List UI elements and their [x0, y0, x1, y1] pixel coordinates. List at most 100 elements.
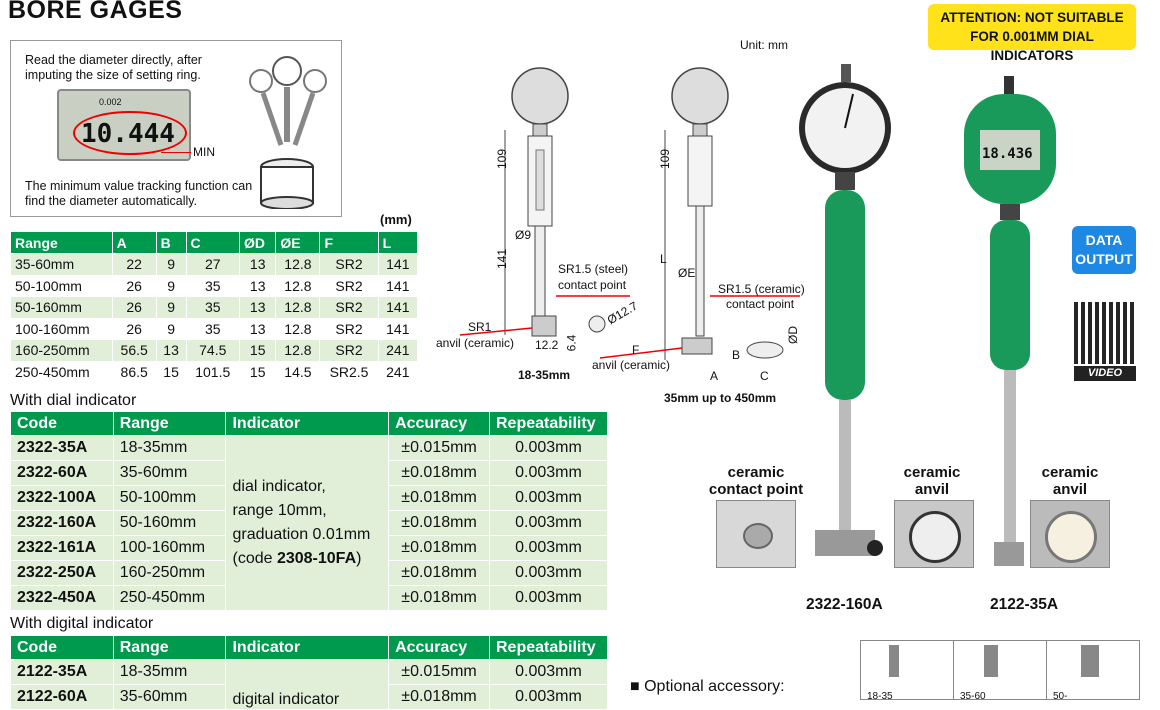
- spec-cell: 241: [377, 360, 419, 383]
- attention-line-1: ATTENTION: NOT SUITABLE: [940, 10, 1124, 25]
- code-cell: 2322-100A: [10, 485, 114, 511]
- dim-141: 141: [495, 248, 510, 270]
- spec-cell: 9: [155, 317, 187, 340]
- contact-point-label-b: contact point: [726, 297, 795, 311]
- spec-cell: 15: [238, 360, 277, 383]
- inset-anvil-2: [1030, 500, 1110, 568]
- spec-header: Range: [10, 231, 113, 254]
- code-prefix: (code: [232, 550, 277, 567]
- indicator-cell: dial indicator, range 10mm, graduation 0.0…: [225, 435, 390, 611]
- spec-cell: 14.5: [275, 360, 321, 383]
- indicator-code: 2308-10FA: [276, 550, 357, 567]
- accuracy-cell: ±0.018mm: [388, 535, 490, 561]
- info-box: Read the diameter directly, after imputi…: [10, 40, 342, 217]
- range-cell: 100-160mm: [112, 535, 227, 561]
- col-range: Range: [112, 635, 227, 660]
- spec-cell: 250-450mm: [10, 360, 113, 383]
- digital-indicator-table: Code Range Indicator Accuracy Repeatabil…: [10, 635, 608, 710]
- caption-line: contact point: [708, 481, 804, 498]
- spec-cell: 74.5: [185, 339, 241, 362]
- repeat-cell: 0.003mm: [489, 435, 608, 461]
- caption-line: anvil: [914, 481, 950, 498]
- indicator-line: dial indicator,: [232, 478, 326, 495]
- spec-cell: 35-60mm: [10, 253, 113, 276]
- spec-cell: 50-100mm: [10, 274, 113, 297]
- caption-line: ceramic: [903, 464, 961, 481]
- spec-cell: 22: [111, 253, 157, 276]
- spec-cell: SR2: [319, 317, 379, 340]
- anvil-label-b: anvil (ceramic): [592, 358, 671, 372]
- spec-header: ØD: [238, 231, 277, 254]
- accessory-thumb: 18-35: [861, 641, 954, 702]
- info-text-top: Read the diameter directly, after imputi…: [25, 53, 202, 82]
- col-indicator: Indicator: [225, 411, 390, 436]
- spec-cell: 13: [155, 339, 187, 362]
- drawing1-caption: 18-35mm: [518, 368, 571, 382]
- qr-code-icon[interactable]: [1074, 302, 1136, 364]
- spec-cell: 160-250mm: [10, 339, 113, 362]
- sr1-label: SR1: [468, 320, 492, 334]
- dim-109-b: 109: [658, 148, 673, 170]
- spec-cell: 35: [185, 274, 241, 297]
- spec-header: F: [319, 231, 379, 254]
- thumb-label: 18-35: [867, 691, 893, 702]
- code-suffix: ): [356, 550, 362, 567]
- spec-cell: SR2: [319, 296, 379, 319]
- caption-line: ceramic: [727, 464, 785, 481]
- attention-line-2: FOR 0.001MM DIAL INDICATORS: [970, 29, 1094, 63]
- digital-section-heading: With digital indicator: [10, 615, 154, 632]
- spec-cell: SR2.5: [319, 360, 379, 383]
- col-code: Code: [10, 411, 114, 436]
- code-cell: 2322-60A: [10, 460, 114, 486]
- code-cell: 2322-250A: [10, 560, 114, 586]
- col-indicator: Indicator: [225, 635, 390, 660]
- indicator-line: graduation 0.01mm: [232, 526, 371, 543]
- caption-ceramic-contact: ceramic contact point: [706, 464, 806, 498]
- spec-cell: 141: [377, 296, 419, 319]
- digital-reading: 18.436: [982, 146, 1033, 162]
- repeat-cell: 0.003mm: [489, 535, 608, 561]
- spec-cell: 13: [238, 296, 277, 319]
- spec-cell: SR2: [319, 253, 379, 276]
- col-repeatability: Repeatability: [489, 635, 608, 660]
- spec-cell: 56.5: [111, 339, 157, 362]
- repeat-cell: 0.003mm: [489, 684, 608, 710]
- dial-indicator-table: Code Range Indicator Accuracy Repeatabil…: [10, 411, 608, 611]
- col-accuracy: Accuracy: [388, 411, 490, 436]
- accuracy-cell: ±0.018mm: [388, 684, 490, 710]
- data-output-badge: DATA OUTPUT: [1072, 226, 1136, 274]
- repeat-cell: 0.003mm: [489, 560, 608, 586]
- bore-gage-sketch-icon: [249, 56, 327, 209]
- info-text-bottom: The minimum value tracking function can …: [25, 179, 253, 208]
- accuracy-cell: ±0.018mm: [388, 460, 490, 486]
- range-cell: 160-250mm: [112, 560, 227, 586]
- accuracy-cell: ±0.015mm: [388, 435, 490, 461]
- spec-cell: 86.5: [111, 360, 157, 383]
- dial-bore-gage-photo: [799, 64, 891, 556]
- spec-cell: 35: [185, 296, 241, 319]
- lcd-small-reading: 0.002: [99, 97, 122, 107]
- unit-note: Unit: mm: [740, 38, 788, 52]
- drawing2-caption: 35mm up to 450mm: [664, 391, 777, 405]
- spec-cell: 26: [111, 317, 157, 340]
- accessory-text: Optional accessory:: [644, 678, 785, 695]
- spec-cell: SR2: [319, 339, 379, 362]
- video-label[interactable]: VIDEO: [1074, 366, 1136, 381]
- indicator-code-line: (code 2308-10FA): [232, 547, 382, 571]
- range-cell: 250-450mm: [112, 585, 227, 611]
- dial-section-heading: With dial indicator: [10, 392, 137, 409]
- spec-header: C: [185, 231, 241, 254]
- badge-line: OUTPUT: [1075, 251, 1133, 267]
- indicator-line: range 10mm,: [232, 502, 327, 519]
- code-cell: 2322-450A: [10, 585, 114, 611]
- thumb-label: 35-60: [960, 691, 986, 702]
- accessory-label: ■ Optional accessory:: [630, 678, 785, 695]
- code-cell: 2322-35A: [10, 435, 114, 461]
- spec-cell: 13: [238, 253, 277, 276]
